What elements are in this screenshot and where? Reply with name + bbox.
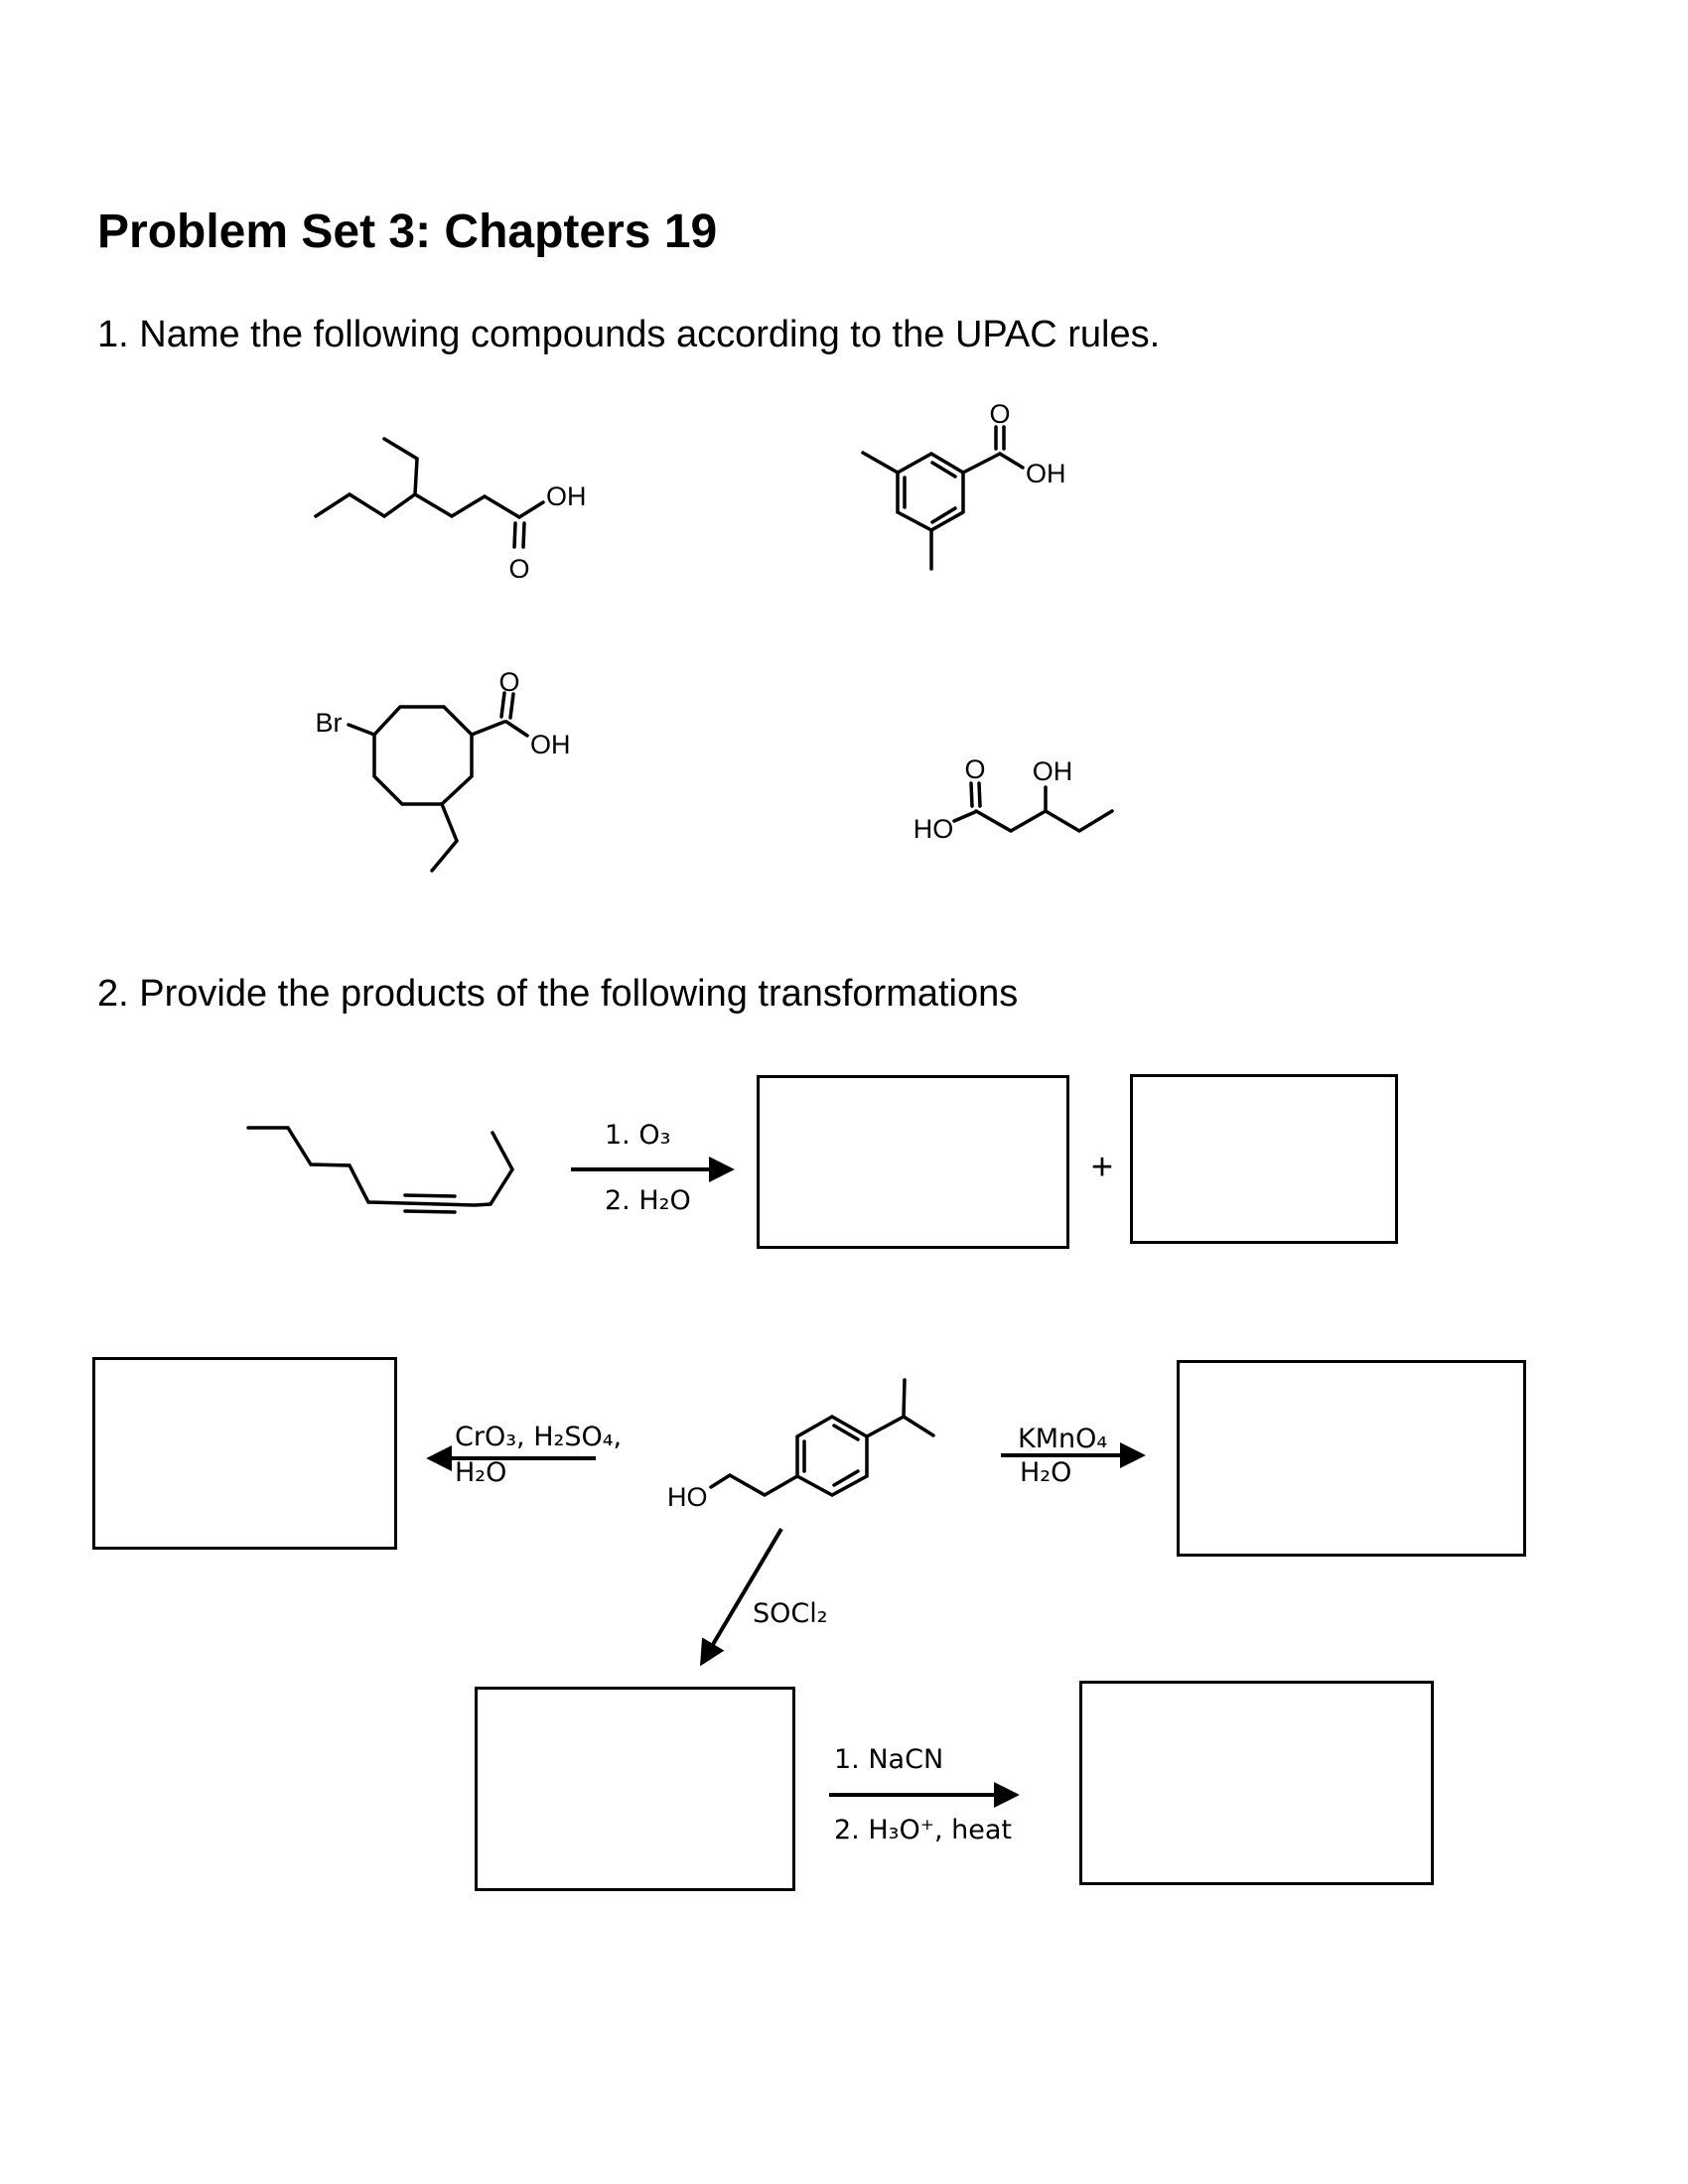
- structure-alkyne-substrate: [246, 1126, 515, 1214]
- structure-4-ethylheptanoic-acid: OH O: [314, 437, 587, 584]
- aromatic-inner-bond: [832, 1469, 860, 1487]
- socl2-reaction: SOCl₂: [700, 1527, 828, 1667]
- isopropyl-methyl-bond: [902, 1378, 907, 1419]
- page-title: Problem Set 3: Chapters 19: [97, 205, 718, 258]
- ho-c-bond: [952, 810, 977, 823]
- reagent-step2: 2. H₂O: [605, 1185, 691, 1216]
- reagent-label: SOCl₂: [753, 1598, 828, 1629]
- c-oh-bond: [998, 452, 1025, 470]
- benzene-ring: [795, 1414, 869, 1497]
- hydroxyl-label: OH: [1026, 459, 1066, 488]
- ring-cooh-bond: [470, 720, 506, 737]
- carbonyl-oxygen-label: O: [964, 754, 985, 784]
- ethyl-branch-bond: [382, 437, 419, 496]
- ho-label: HO: [914, 814, 954, 844]
- answer-box-kmno4-product: [1177, 1360, 1526, 1557]
- c-o-double-bond: [521, 521, 526, 549]
- reagent-below-arrow: H₂O: [455, 1457, 506, 1488]
- structure-isopropylphenyl-ethanol: HO: [667, 1378, 935, 1512]
- carbon-chain-bond: [246, 1126, 515, 1207]
- c-oh-bond: [504, 720, 529, 738]
- structure-3-5-dimethylbenzoic-acid: O OH: [861, 399, 1066, 571]
- triple-bond-line: [403, 1193, 457, 1198]
- ethyl-branch-bond: [430, 802, 460, 873]
- answer-box-ozonolysis-product-1: [757, 1075, 1069, 1249]
- ring-cooh-bond: [961, 452, 1002, 475]
- carbon-chain-bond: [974, 808, 1114, 834]
- cyclooctane-ring: [372, 705, 474, 806]
- c-o-double-bond: [977, 781, 982, 808]
- reagent-above-arrow: CrO₃, H₂SO₄,: [455, 1422, 622, 1452]
- answer-box-nitrile-hydrolysis-product: [1079, 1681, 1434, 1885]
- reagent-step2: 2. H₃O⁺, heat: [834, 1815, 1012, 1845]
- isopropyl-bond: [865, 1415, 906, 1438]
- question-1-text: 1. Name the following compounds accordin…: [97, 314, 1161, 355]
- nitrile-formation-hydrolysis-reaction: 1. NaCN 2. H₃O⁺, heat: [829, 1744, 1020, 1845]
- benzene-ring: [896, 451, 965, 532]
- answer-box-ozonolysis-product-2: [1130, 1074, 1398, 1244]
- ozonolysis-reaction: 1. O₃ 2. H₂O +: [571, 1120, 1113, 1216]
- aromatic-inner-bond: [930, 506, 957, 524]
- reaction-arrow-diagonal: [700, 1527, 783, 1667]
- c-oh-bond: [517, 500, 545, 519]
- reagent-above-arrow: KMnO₄: [1018, 1424, 1107, 1454]
- jones-oxidation-reaction: CrO₃, H₂SO₄, H₂O: [426, 1422, 622, 1488]
- reagent-below-arrow: H₂O: [1020, 1457, 1071, 1488]
- plus-sign: +: [1091, 1147, 1113, 1188]
- structure-3-hydroxypentanoic-acid: HO O OH: [914, 754, 1114, 844]
- carbonyl-oxygen-label: O: [989, 399, 1010, 429]
- carbonyl-oxygen-label: O: [498, 667, 519, 697]
- hydroxyl-label: OH: [1033, 756, 1073, 786]
- c-br-bond: [347, 723, 376, 737]
- ho-label: HO: [667, 1482, 708, 1512]
- hydroxyl-label: OH: [546, 481, 587, 511]
- bromine-label: Br: [316, 708, 343, 738]
- c-o-double-bond: [512, 521, 517, 549]
- answer-box-jones-oxidation-product: [92, 1357, 397, 1550]
- answer-box-socl2-product: [475, 1687, 795, 1891]
- carbonyl-oxygen-label: O: [508, 554, 529, 584]
- methyl-bond: [861, 451, 900, 475]
- hydroxyethyl-chain-bond: [709, 1472, 799, 1498]
- hydroxyl-label: OH: [530, 730, 571, 759]
- reagent-step1: 1. NaCN: [834, 1744, 943, 1775]
- aromatic-inner-bond: [930, 461, 957, 478]
- aromatic-inner-bond: [832, 1424, 860, 1441]
- kmno4-oxidation-reaction: KMnO₄ H₂O: [1001, 1424, 1146, 1488]
- question-2-text: 2. Provide the products of the following…: [97, 973, 1019, 1015]
- c-o-double-bond: [969, 781, 974, 808]
- isopropyl-methyl-bond: [902, 1415, 935, 1437]
- triple-bond-line: [403, 1209, 457, 1214]
- c-o-double-bond: [508, 692, 515, 720]
- carbon-chain-bond: [314, 491, 521, 519]
- c-o-double-bond: [499, 691, 506, 719]
- structure-bromo-ethyl-cyclooctanecarboxylic-acid: Br O OH: [316, 667, 571, 873]
- reagent-step1: 1. O₃: [605, 1120, 670, 1151]
